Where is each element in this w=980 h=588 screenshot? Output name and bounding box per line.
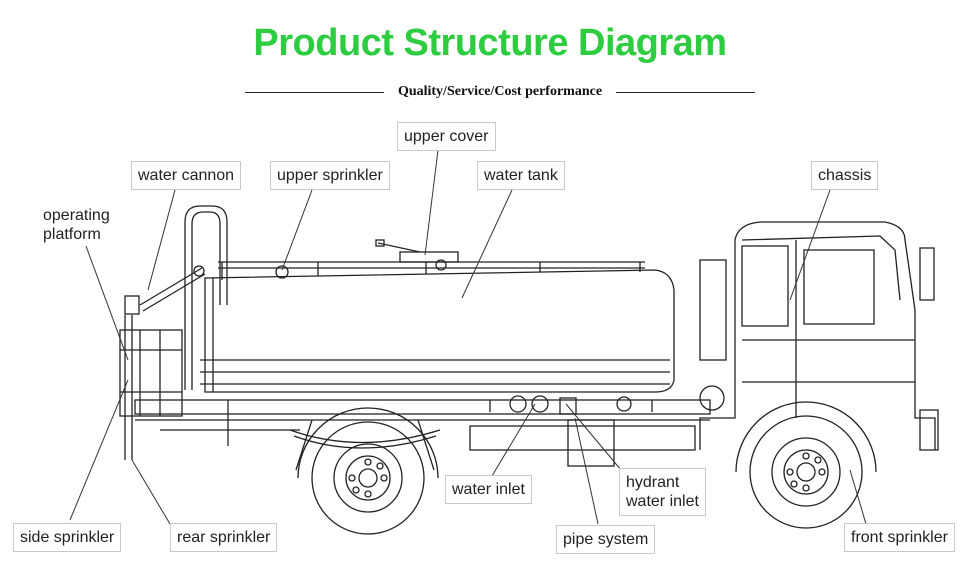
leaf-spring (289, 419, 441, 471)
chassis-frame (134, 395, 711, 467)
water-cannon-frame (124, 205, 228, 390)
label-upper-cover: upper cover (397, 122, 496, 151)
label-operating-platform-line1: operating (43, 207, 110, 224)
label-pipe-system: pipe system (556, 525, 656, 554)
label-hydrant-line2: water inlet (626, 493, 699, 510)
cab (699, 221, 939, 451)
operating-platform (119, 315, 183, 460)
label-chassis: chassis (811, 161, 879, 190)
label-rear-sprinkler: rear sprinkler (170, 523, 278, 552)
label-operating-platform-line2: platform (43, 226, 101, 243)
front-wheel (735, 401, 877, 529)
leader-lines (69, 149, 867, 525)
label-hydrant-line1: hydrant (626, 474, 680, 491)
upper-cover-hatch (375, 239, 459, 263)
subtitle-rule-right (616, 91, 755, 93)
label-side-sprinkler: side sprinkler (13, 523, 122, 552)
page-title: Product Structure Diagram (253, 22, 727, 64)
label-front-sprinkler: front sprinkler (844, 523, 955, 552)
rear-wheel (297, 407, 439, 535)
label-water-inlet: water inlet (445, 475, 532, 504)
label-upper-sprinkler: upper sprinkler (270, 161, 390, 190)
label-water-cannon: water cannon (131, 161, 242, 190)
subtitle-bar: Quality/Service/Cost performance (245, 82, 755, 102)
label-water-tank: water tank (477, 161, 565, 190)
label-hydrant-water-inlet: hydrant water inlet (619, 468, 706, 516)
subtitle: Quality/Service/Cost performance (397, 84, 603, 99)
label-operating-platform: operating platform (37, 202, 116, 248)
water-tank-body (200, 269, 675, 393)
subtitle-rule-left (245, 91, 384, 93)
